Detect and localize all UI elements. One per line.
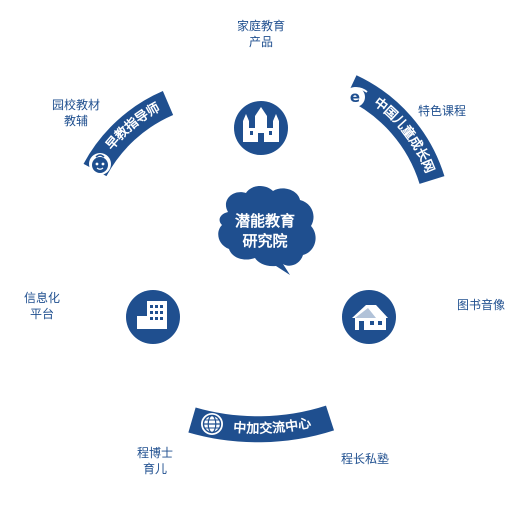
label-mid-left: 信息化 平台 (24, 290, 60, 321)
arc-band-left: 早教指导师 (83, 91, 174, 177)
globe-icon (201, 413, 223, 435)
castle-icon (243, 107, 279, 142)
label-top-line2: 产品 (249, 35, 273, 49)
label-bottom-left-line1: 程博士 (137, 445, 173, 460)
arc-band-bottom: 中加交流中心 (188, 405, 335, 443)
label-top-left-line2: 教辅 (64, 113, 88, 128)
label-top-left-line1: 园校教材 (52, 97, 100, 112)
label-mid-left-line2: 平台 (30, 306, 54, 321)
arc-band-right: 中国儿童成长网 e (342, 75, 445, 185)
brain-shape (218, 185, 316, 275)
label-bottom-left: 程博士 育儿 (137, 445, 173, 476)
house-node (342, 290, 396, 344)
label-top: 家庭教育 产品 (237, 18, 285, 49)
castle-node (234, 101, 288, 155)
baby-face-icon (89, 153, 111, 175)
house-icon (352, 305, 388, 330)
label-mid-right: 图书音像 (457, 297, 505, 312)
label-top-line1: 家庭教育 (237, 18, 285, 33)
label-top-right: 特色课程 (418, 103, 466, 118)
label-top-left: 园校教材 教辅 (52, 97, 100, 128)
label-bottom-left-line2: 育儿 (143, 461, 167, 476)
building-node (126, 290, 180, 344)
label-mid-left-line1: 信息化 (24, 290, 60, 305)
brain-center: 潜能教育 研究院 (218, 185, 316, 275)
brain-title-line1: 潜能教育 (235, 212, 295, 230)
svg-text:e: e (350, 88, 360, 106)
office-building-icon (137, 301, 167, 329)
label-bottom-right: 程长私塾 (341, 451, 389, 466)
brain-title-line2: 研究院 (242, 232, 287, 250)
ie-logo-icon: e (342, 87, 368, 107)
